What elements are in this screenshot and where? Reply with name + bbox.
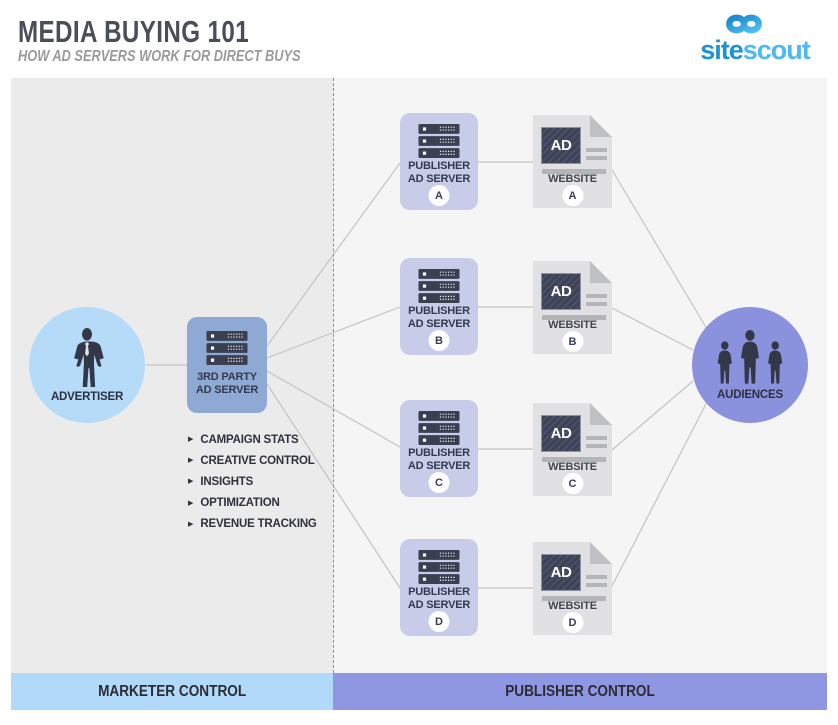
text-line-placeholder	[586, 436, 607, 440]
letter-badge: B	[562, 331, 583, 352]
list-item: ▶ CAMPAIGN STATS	[188, 429, 317, 450]
letter-badge: C	[562, 473, 583, 494]
page-subtitle: HOW AD SERVERS WORK FOR DIRECT BUYS	[18, 48, 301, 65]
marketer-control-bar: MARKETER CONTROL	[11, 673, 333, 710]
bullet-triangle-icon: ▶	[188, 436, 194, 444]
ad-banner-icon: AD	[541, 127, 581, 164]
list-item: ▶ REVENUE TRACKING	[188, 514, 317, 535]
bullet-triangle-icon: ▶	[188, 478, 194, 486]
infinity-icon	[726, 14, 762, 34]
list-item: ▶ OPTIMIZATION	[188, 493, 317, 514]
publisher-ad-server-a-node: PUBLISHER AD SERVER A	[400, 113, 478, 210]
text-line-placeholder	[586, 148, 607, 152]
publisher-control-bar: PUBLISHER CONTROL	[333, 673, 827, 710]
publisher-ad-server-d-node: PUBLISHER AD SERVER D	[400, 539, 478, 636]
audiences-node: AUDIENCES	[692, 307, 808, 423]
feature-label: OPTIMIZATION	[200, 497, 280, 510]
text-line-placeholder	[586, 302, 607, 306]
server-stack-icon	[417, 124, 461, 158]
text-line-placeholder	[542, 315, 606, 320]
feature-label: REVENUE TRACKING	[200, 518, 317, 531]
ad-banner-icon: AD	[541, 273, 581, 310]
website-label: WEBSITE	[548, 173, 597, 185]
text-line-placeholder	[542, 169, 606, 174]
bullet-triangle-icon: ▶	[188, 499, 194, 507]
third-party-ad-server-node: 3RD PARTY AD SERVER	[187, 317, 267, 413]
website-d-node: AD WEBSITE D	[533, 542, 612, 635]
text-line-placeholder	[586, 156, 607, 160]
text-line-placeholder	[586, 294, 607, 298]
feature-label: CAMPAIGN STATS	[200, 433, 299, 446]
publisher-ad-server-c-node: PUBLISHER AD SERVER C	[400, 400, 478, 497]
ad-banner-icon: AD	[541, 415, 581, 452]
text-line-placeholder	[586, 583, 607, 587]
text-line-placeholder	[542, 596, 606, 601]
server-stack-icon	[417, 269, 461, 303]
feature-label: INSIGHTS	[200, 475, 254, 488]
website-label: WEBSITE	[548, 319, 597, 331]
feature-list: ▶ CAMPAIGN STATS ▶ CREATIVE CONTROL ▶ INSIG…	[188, 429, 317, 535]
third-party-label: 3RD PARTY AD SERVER	[195, 371, 259, 396]
list-item: ▶ INSIGHTS	[188, 471, 317, 492]
website-b-node: AD WEBSITE B	[533, 261, 612, 354]
website-label: WEBSITE	[548, 600, 597, 612]
audience-group-icon	[714, 330, 786, 386]
zone-divider-dashed-line	[333, 78, 334, 673]
list-item: ▶ CREATIVE CONTROL	[188, 450, 317, 471]
marketer-control-label: MARKETER CONTROL	[97, 682, 247, 700]
logo-word-scout: scout	[742, 35, 811, 65]
feature-label: CREATIVE CONTROL	[200, 454, 315, 467]
advertiser-node: ADVERTISER	[29, 307, 145, 423]
website-c-node: AD WEBSITE C	[533, 403, 612, 496]
page-title: MEDIA BUYING 101	[18, 14, 250, 49]
bullet-triangle-icon: ▶	[188, 520, 194, 528]
letter-badge: C	[428, 472, 450, 493]
publisher-control-label: PUBLISHER CONTROL	[505, 682, 655, 700]
letter-badge: B	[428, 330, 450, 351]
publisher-ad-server-b-node: PUBLISHER AD SERVER B	[400, 258, 478, 355]
letter-badge: D	[428, 611, 450, 632]
text-line-placeholder	[586, 575, 607, 579]
logo-word-site: site	[700, 35, 744, 65]
advertiser-label: ADVERTISER	[50, 390, 124, 403]
ad-banner-icon: AD	[541, 554, 581, 591]
server-stack-icon	[417, 550, 461, 584]
bullet-triangle-icon: ▶	[188, 457, 194, 465]
text-line-placeholder	[586, 444, 607, 448]
website-label: WEBSITE	[548, 461, 597, 473]
logo-wordmark: sitescout	[680, 36, 830, 64]
server-stack-icon	[205, 331, 249, 365]
server-stack-icon	[417, 411, 461, 445]
sitescout-logo: sitescout	[680, 8, 830, 66]
website-a-node: AD WEBSITE A	[533, 115, 612, 208]
businessman-icon	[66, 328, 108, 388]
letter-badge: A	[562, 185, 583, 206]
text-line-placeholder	[542, 457, 606, 462]
audiences-label: AUDIENCES	[717, 388, 783, 401]
letter-badge: D	[562, 612, 583, 633]
letter-badge: A	[428, 185, 450, 206]
